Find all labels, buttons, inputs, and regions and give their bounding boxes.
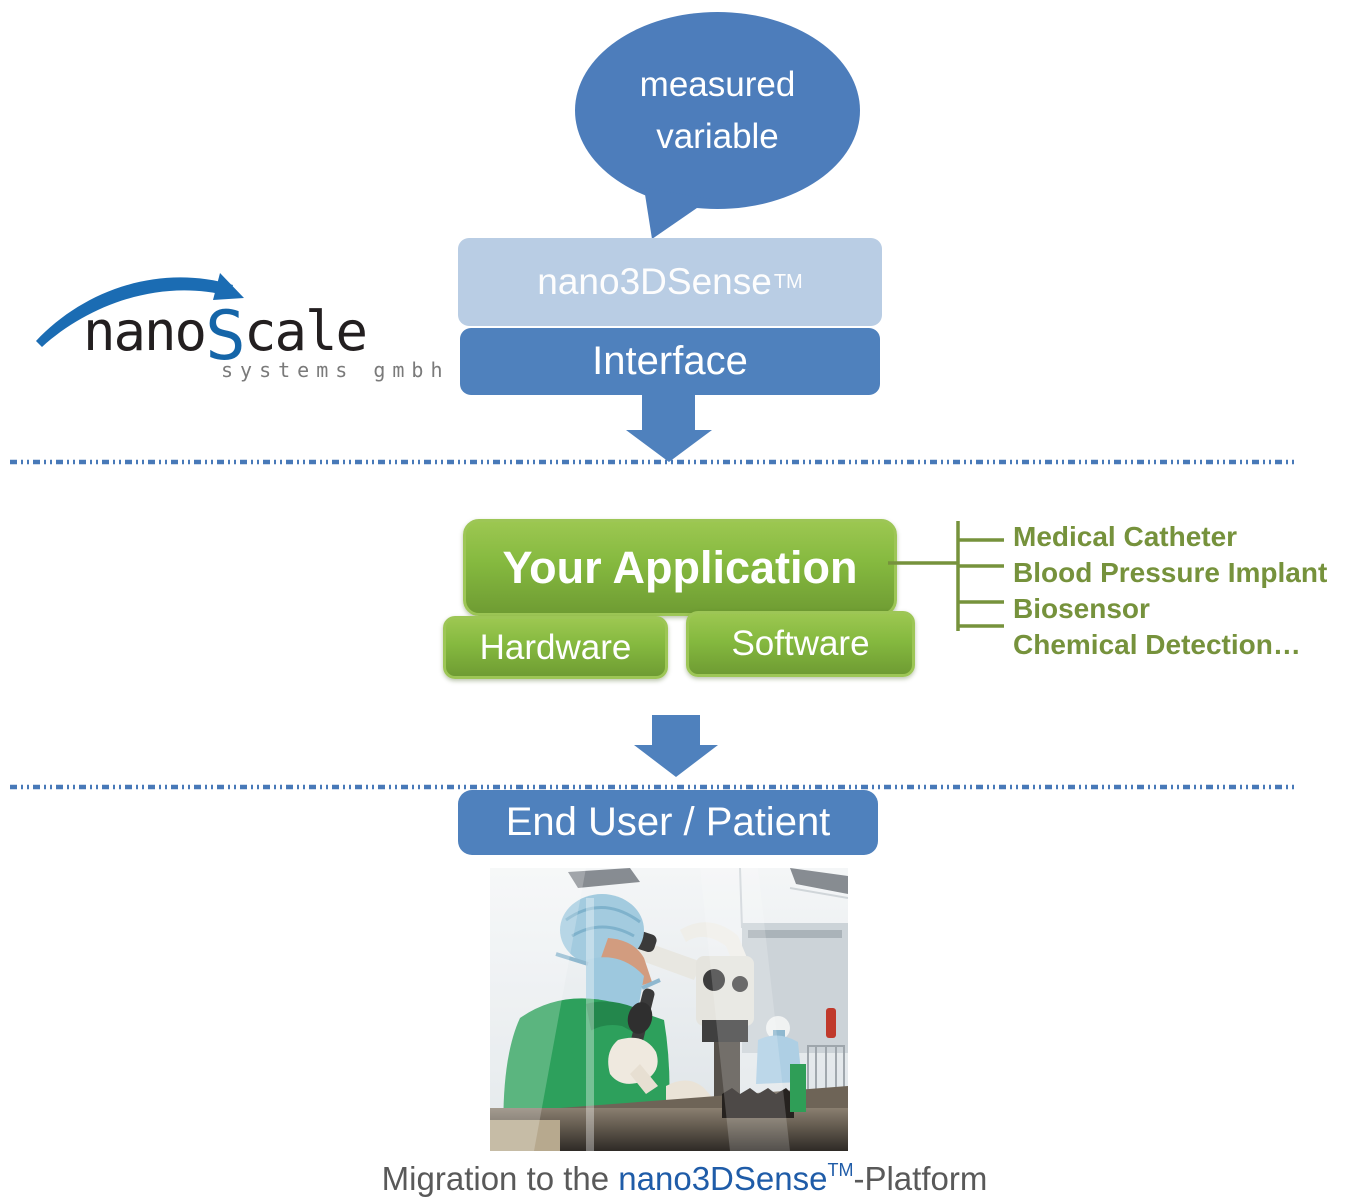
speech-bubble-tail <box>644 188 710 239</box>
logo-text-prefix: nano <box>83 300 207 363</box>
caption-prefix: Migration to the <box>381 1160 619 1197</box>
application-box: Your Application <box>463 519 897 616</box>
caption: Migration to the nano3DSenseTM-Platform <box>0 1160 1369 1198</box>
caption-brand: nano3DSense <box>618 1160 828 1197</box>
use-case-item: Biosensor <box>1013 593 1150 624</box>
dotted-divider <box>10 784 1295 790</box>
use-case-item: Chemical Detection… <box>1013 629 1301 660</box>
hardware-label: Hardware <box>479 627 632 667</box>
down-arrow-icon <box>626 395 712 462</box>
use-case-item: Medical Catheter <box>1013 521 1238 552</box>
caption-suffix: -Platform <box>853 1160 988 1197</box>
end-user-label: End User / Patient <box>505 800 831 844</box>
use-case-item: Blood Pressure Implant <box>1013 557 1328 588</box>
trademark-symbol: TM <box>773 270 803 293</box>
hardware-box: Hardware <box>443 616 668 679</box>
use-case-bracket <box>888 521 1004 631</box>
software-label: Software <box>731 624 870 663</box>
logo-swoosh-arrow-icon <box>36 273 244 347</box>
product-name: nano3DSense <box>537 261 772 302</box>
dotted-divider <box>10 459 1295 465</box>
logo-letter-s: S <box>205 297 246 376</box>
use-case-list: Medical Catheter Blood Pressure Implant … <box>1013 519 1369 663</box>
logo-wordmark: nanoScale <box>83 300 368 371</box>
interface-box: Interface <box>460 328 880 395</box>
logo-subtitle: systems gmbh <box>221 358 450 382</box>
lab-photo <box>490 868 848 1151</box>
logo-text-suffix: cale <box>244 300 368 363</box>
bubble-text-line: variable <box>656 116 779 156</box>
application-title: Your Application <box>502 541 858 593</box>
software-box: Software <box>686 611 915 677</box>
bubble-text-line: measured <box>639 64 796 104</box>
down-arrow-icon <box>634 715 718 777</box>
speech-bubble: measured variable <box>575 12 860 209</box>
interface-label: Interface <box>592 339 748 383</box>
end-user-box: End User / Patient <box>458 790 878 855</box>
trademark-symbol: TM <box>827 1160 854 1180</box>
